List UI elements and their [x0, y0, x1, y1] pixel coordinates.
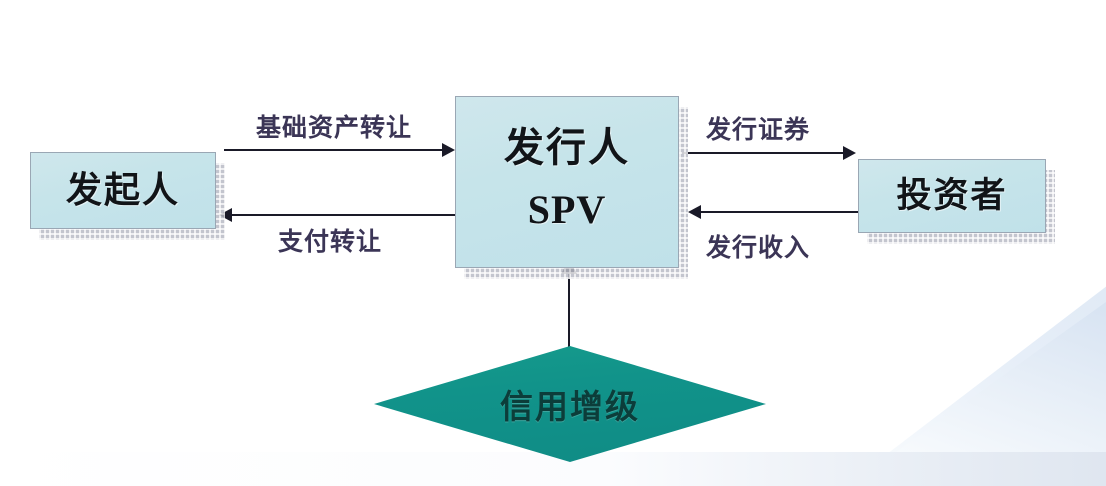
node-originator-label: 发起人 [65, 169, 180, 210]
background-diagonal-shape [806, 256, 1106, 486]
edge-label-pay-transfer: 支付转让 [278, 229, 383, 256]
node-spv-face: 发行人 SPV [455, 96, 679, 268]
edge-label-issue-security: 发行证券 [706, 117, 811, 144]
node-investor-label: 投资者 [896, 175, 1008, 215]
edge-label-asset-transfer: 基础资产转让 [256, 115, 413, 142]
node-investor-face: 投资者 [858, 159, 1046, 233]
node-originator-face: 发起人 [30, 152, 216, 229]
node-originator[interactable]: 发起人 [30, 152, 225, 240]
node-credit-enhancement[interactable]: 信用增级 [374, 346, 766, 462]
node-spv-label-cn: 发行人 [504, 125, 630, 170]
node-spv[interactable]: 发行人 SPV [455, 96, 688, 279]
connector-pay-transfer-line [232, 214, 456, 216]
node-spv-label-en: SPV [527, 187, 607, 232]
node-credit-enhancement-label: 信用增级 [500, 390, 640, 426]
connector-credit-support-line [568, 272, 570, 360]
connector-asset-transfer-arrowhead [442, 143, 455, 157]
edge-label-issue-income: 发行收入 [706, 235, 811, 262]
connector-issue-security-arrowhead [843, 146, 856, 160]
connector-asset-transfer-line [224, 149, 446, 151]
node-investor[interactable]: 投资者 [858, 159, 1055, 244]
connector-issue-security-line [682, 152, 846, 154]
connector-issue-income-line [700, 211, 858, 213]
background-wedge-shape [896, 302, 1106, 452]
connector-issue-income-arrowhead [688, 205, 701, 219]
